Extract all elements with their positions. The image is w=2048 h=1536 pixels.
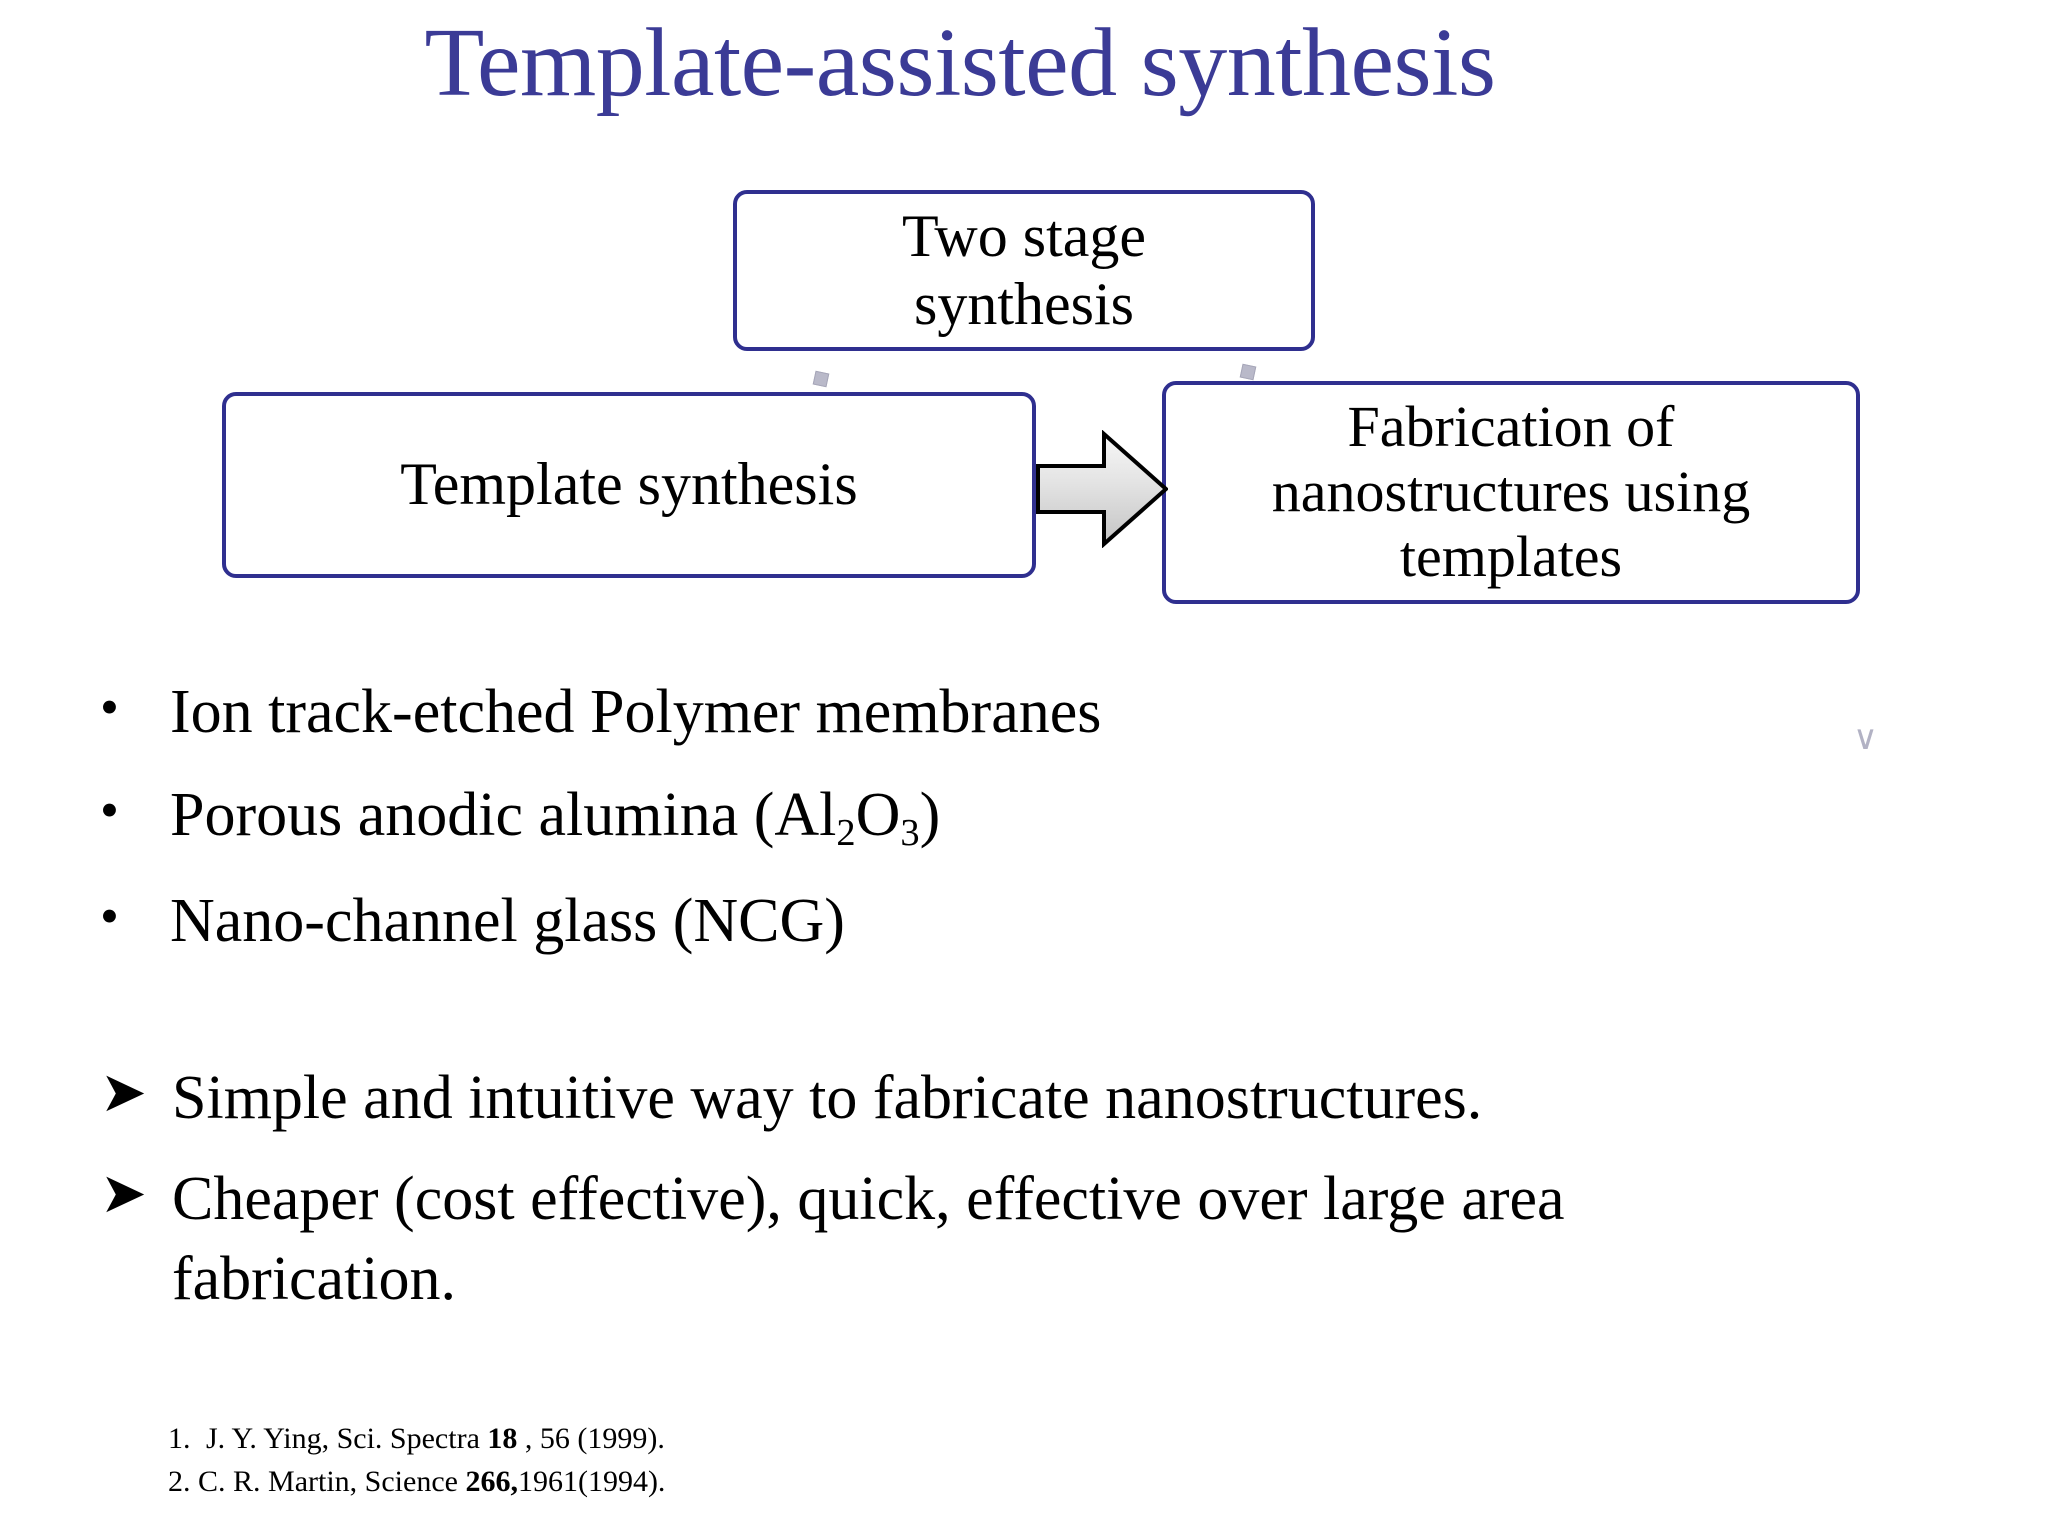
reference-volume: 18 <box>487 1422 518 1455</box>
list-item: ➤ Cheaper (cost effective), quick, effec… <box>100 1159 1860 1320</box>
flow-box-template-synthesis[interactable]: Template synthesis <box>222 392 1036 578</box>
list-item-label: Simple and intuitive way to fabricate na… <box>172 1064 1483 1132</box>
reference-tail: , 56 (1999). <box>517 1422 665 1455</box>
page-title: Template-assisted synthesis <box>424 9 1496 117</box>
bullet-list: • Ion track-etched Polymer membranes • P… <box>100 672 1850 983</box>
list-item-label: Cheaper (cost effective), quick, effecti… <box>172 1164 1565 1314</box>
reference-volume: 266, <box>465 1464 518 1498</box>
advantages-list: ➤ Simple and intuitive way to fabricate … <box>100 1058 1860 1340</box>
bullet-dot-icon: • <box>100 885 119 946</box>
arrow-bullet-icon: ➤ <box>100 1062 147 1124</box>
right-block-arrow-icon <box>1036 430 1168 548</box>
arrow-bullet-icon: ➤ <box>100 1162 147 1225</box>
list-item: ➤ Simple and intuitive way to fabricate … <box>100 1058 1860 1139</box>
connector-handle-left[interactable] <box>812 370 830 388</box>
list-item-label: Ion track-etched Polymer membranes <box>170 678 1102 746</box>
bullet-dot-icon: • <box>100 779 119 840</box>
stray-mark: ∨ <box>1853 720 1878 757</box>
reference-text: J. Y. Ying, Sci. Spectra <box>206 1422 488 1455</box>
reference-item: 1. J. Y. Ying, Sci. Spectra 18 , 56 (1999… <box>168 1418 665 1461</box>
reference-number: 2. <box>168 1464 191 1498</box>
list-item: • Nano-channel glass (NCG) <box>100 881 1850 962</box>
list-item-label: Porous anodic alumina (Al2O3) <box>170 780 941 854</box>
flow-box-template-synthesis-label: Template synthesis <box>400 451 858 518</box>
reference-number: 1. <box>168 1422 191 1455</box>
list-item: • Porous anodic alumina (Al2O3) <box>100 775 1850 859</box>
list-item: • Ion track-etched Polymer membranes <box>100 672 1850 753</box>
bullet-dot-icon: • <box>100 677 119 737</box>
reference-item: 2. C. R. Martin, Science 266,1961(1994). <box>168 1461 665 1504</box>
reference-text: C. R. Martin, Science <box>198 1464 466 1498</box>
reference-tail: 1961(1994). <box>517 1464 666 1498</box>
references-block: 1. J. Y. Ying, Sci. Spectra 18 , 56 (1999… <box>168 1418 665 1503</box>
connector-handle-right[interactable] <box>1239 363 1257 381</box>
list-item-label: Nano-channel glass (NCG) <box>170 886 845 955</box>
